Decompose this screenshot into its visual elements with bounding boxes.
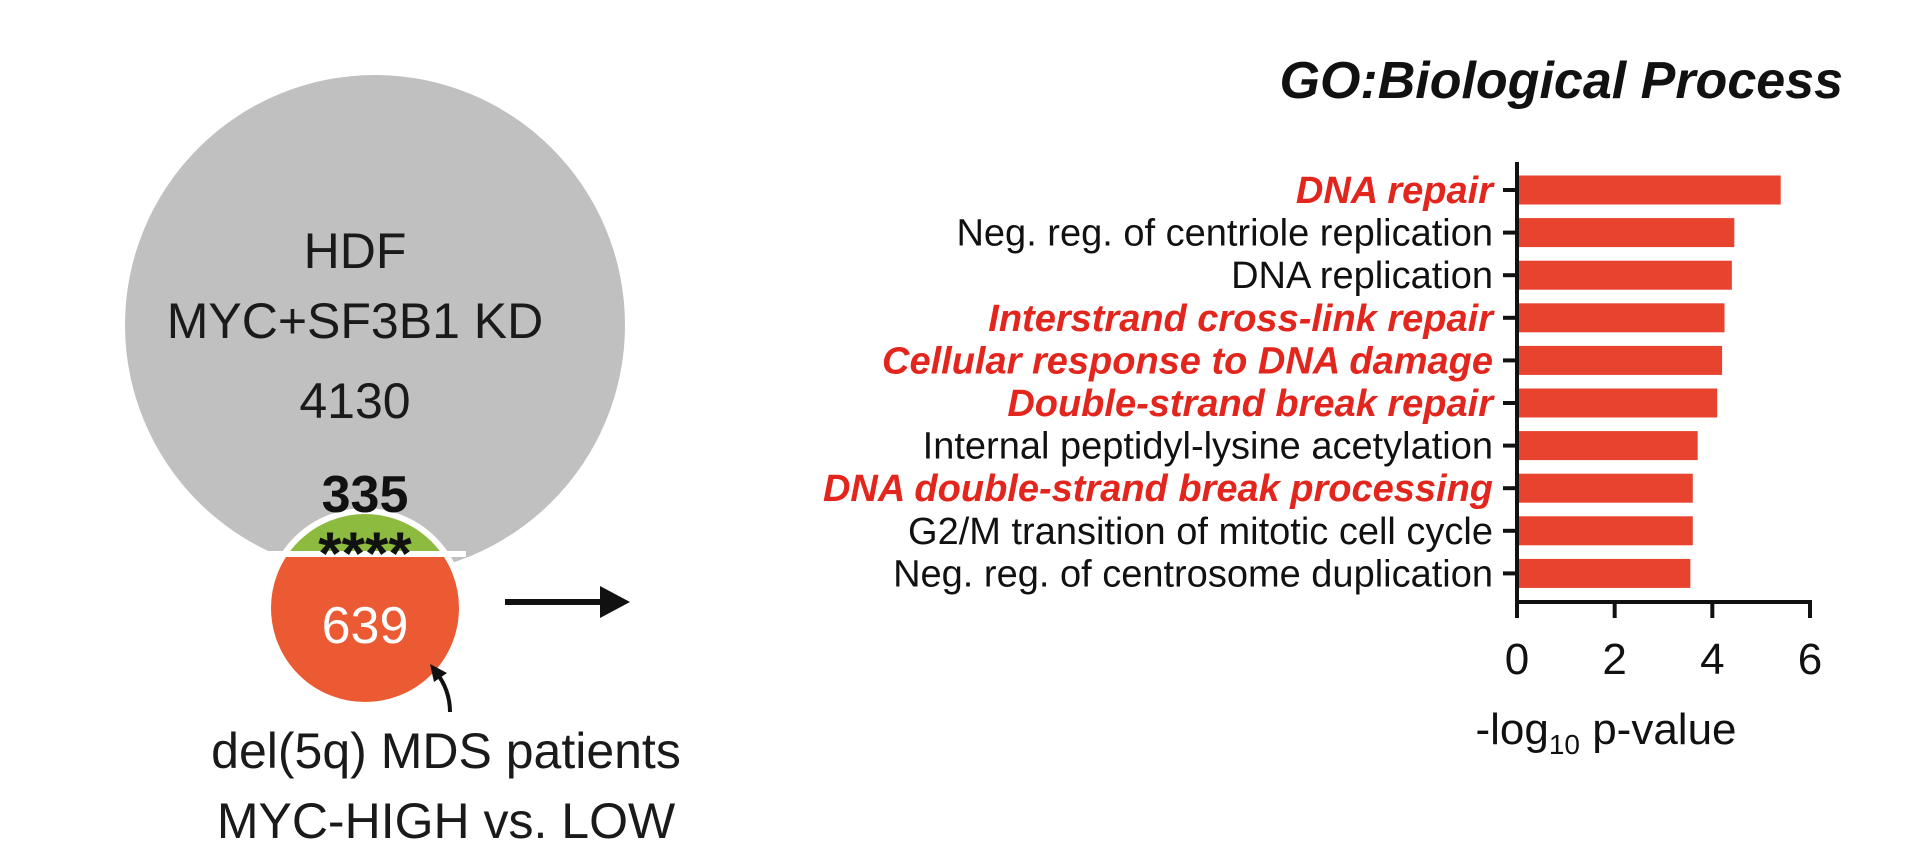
large-set-label-line2: MYC+SF3B1 KD (167, 293, 544, 349)
category-label-4: Interstrand cross-link repair (988, 298, 1495, 340)
small-set-outline (265, 508, 465, 708)
x-tick-label-4: 4 (1700, 635, 1724, 684)
x-axis-label-subscript: 10 (1549, 729, 1580, 760)
bar-4 (1517, 303, 1725, 333)
bar-7 (1517, 431, 1698, 461)
x-axis-label: -log10 p-value (1475, 705, 1736, 760)
category-label-7: Internal peptidyl-lysine acetylation (923, 426, 1493, 468)
category-label-2: Neg. reg. of centriole replication (956, 213, 1493, 255)
category-label-6: Double-strand break repair (1007, 383, 1495, 425)
bar-2 (1517, 218, 1735, 248)
category-label-3: DNA replication (1231, 255, 1493, 297)
x-axis-label-main: -log (1475, 705, 1548, 754)
bar-10 (1517, 558, 1691, 588)
chart-title: GO:Biological Process (1280, 52, 1844, 110)
venn-diagram: HDF MYC+SF3B1 KD 4130 335 **** 639 del(5… (125, 75, 681, 849)
bar-3 (1517, 260, 1732, 290)
category-label-10: Neg. reg. of centrosome duplication (893, 553, 1493, 595)
bar-1 (1517, 175, 1781, 205)
small-set-label-line2: MYC-HIGH vs. LOW (217, 793, 676, 849)
large-set-circle (125, 75, 625, 575)
bar-5 (1517, 345, 1723, 375)
right-arrow-head-icon (600, 586, 630, 618)
category-label-5: Cellular response to DNA damage (882, 340, 1493, 382)
bars (1517, 175, 1781, 588)
x-tick-label-2: 2 (1602, 635, 1626, 684)
large-set-label-line1: HDF (304, 223, 407, 279)
bar-8 (1517, 473, 1693, 503)
category-label-1: DNA repair (1296, 170, 1495, 212)
curved-arrow-head-icon (430, 664, 447, 682)
small-set-label-line1: del(5q) MDS patients (211, 723, 681, 779)
overlap-significance: **** (318, 520, 412, 587)
overlap-count: 335 (322, 466, 409, 524)
axes: 0 2 4 6 (1503, 162, 1822, 684)
bar-9 (1517, 516, 1693, 546)
category-label-8: DNA double-strand break processing (823, 468, 1493, 510)
x-tick-label-0: 0 (1505, 635, 1529, 684)
bar-6 (1517, 388, 1718, 418)
small-set-count: 639 (322, 597, 409, 655)
category-label-9: G2/M transition of mitotic cell cycle (908, 511, 1493, 553)
x-tick-label-6: 6 (1798, 635, 1822, 684)
large-set-count: 4130 (299, 373, 410, 429)
x-axis-label-rest: p-value (1580, 705, 1737, 754)
